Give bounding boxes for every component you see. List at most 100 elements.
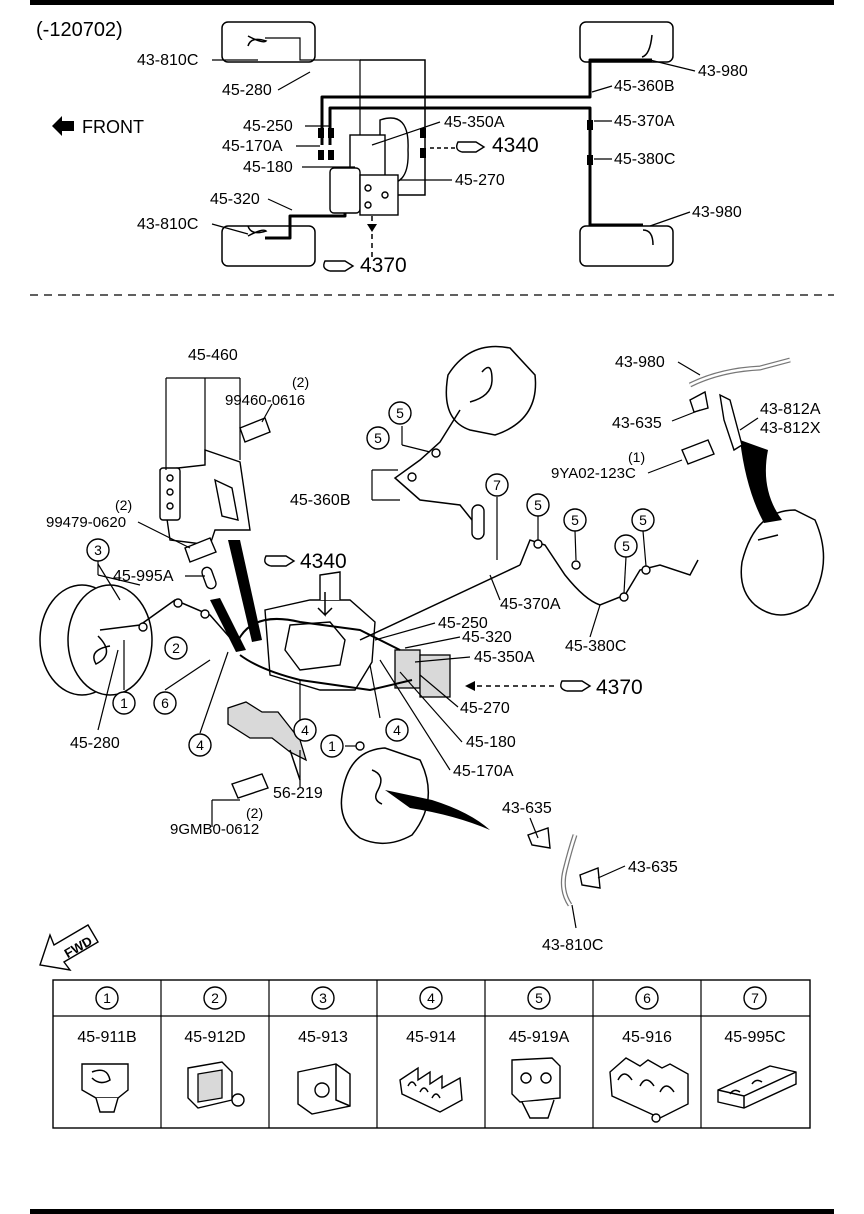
callout-1-bottom[interactable]: 1 [320, 734, 344, 758]
svg-text:5: 5 [571, 512, 579, 528]
clip-45-916-icon [609, 1057, 689, 1123]
schematic-view: FRONT 4340 4370 43-810C 45-280 45-250 45… [52, 21, 748, 277]
label-99479-0620: 99479-0620 [46, 514, 126, 531]
legend-index: 3 [319, 990, 327, 1006]
svg-text:1: 1 [120, 695, 128, 711]
label-45-350A: 45-350A [444, 114, 505, 131]
label-45-350A: 45-350A [474, 649, 535, 666]
svg-text:4: 4 [196, 737, 204, 753]
label-qty-2-a: (2) [292, 374, 309, 390]
label-45-380C: 45-380C [614, 151, 675, 168]
legend-part: 45-995C [724, 1029, 785, 1046]
ref-pointer-4340[interactable]: 4340 [455, 134, 539, 157]
bolt-99479-0620 [184, 537, 217, 563]
clip-45-914-icon [399, 1066, 463, 1113]
pipe-45-360B-route [320, 58, 652, 145]
ref-4370-exploded-label: 4370 [596, 676, 643, 699]
callout-4-left[interactable]: 4 [188, 733, 212, 757]
top-rule [30, 0, 834, 5]
ref-pointer-4370-exploded[interactable]: 4370 [560, 676, 643, 699]
svg-text:2: 2 [172, 640, 180, 656]
label-43-980-top: 43-980 [698, 63, 748, 80]
label-45-270: 45-270 [455, 172, 505, 189]
ref-pointer-4370[interactable]: 4370 [323, 254, 407, 277]
label-45-320: 45-320 [462, 629, 512, 646]
rear-right-rotor [740, 509, 825, 616]
clip-legend-table: 1 45-911B 2 45-912D 3 45-913 [52, 979, 811, 1129]
ref-4340-exploded-label: 4340 [300, 550, 347, 573]
ref-pointer-4340-exploded[interactable]: 4340 [264, 550, 347, 573]
label-45-360B: 45-360B [290, 492, 351, 509]
label-qty-2-c: (2) [246, 805, 263, 821]
svg-text:5: 5 [534, 497, 542, 513]
callout-6[interactable]: 6 [153, 691, 177, 715]
label-43-635-a: 43-635 [612, 415, 662, 432]
label-43-635-b: 43-635 [502, 800, 552, 817]
legend-part: 45-912D [184, 1029, 245, 1046]
svg-text:6: 6 [161, 695, 169, 711]
date-code: (-120702) [36, 19, 123, 41]
label-qty-1: (1) [628, 449, 645, 465]
label-43-635-c: 43-635 [628, 859, 678, 876]
legend-part: 45-914 [406, 1029, 456, 1046]
label-45-170A: 45-170A [222, 138, 283, 155]
legend-index: 2 [211, 990, 219, 1006]
pointing-hand-icon [455, 141, 486, 153]
legend-part: 45-919A [509, 1029, 570, 1046]
svg-text:5: 5 [374, 430, 382, 446]
label-45-360B: 45-360B [614, 78, 675, 95]
clip-45-912D-icon [187, 1061, 245, 1109]
pointing-hand-icon [323, 260, 355, 272]
svg-text:5: 5 [396, 405, 404, 421]
callout-5-b[interactable]: 5 [366, 426, 390, 450]
label-45-180: 45-180 [466, 734, 516, 751]
front-left-rotor [39, 584, 153, 696]
label-45-370A: 45-370A [614, 113, 675, 130]
label-43-980-bottom: 43-980 [692, 204, 742, 221]
front-arrow-icon [52, 116, 74, 136]
callout-5-d[interactable]: 5 [563, 508, 587, 532]
front-right-wheel [579, 21, 674, 63]
legend-column-4: 4 45-914 [399, 986, 463, 1113]
legend-column-2: 2 45-912D [184, 986, 246, 1109]
legend-part: 45-911B [77, 1029, 136, 1046]
callout-4-mid[interactable]: 4 [293, 718, 317, 742]
bolt-9GMB0-0612 [231, 773, 269, 799]
ref-4370-label: 4370 [360, 254, 407, 277]
master-cylinder-assembly [264, 571, 451, 698]
callout-5-e[interactable]: 5 [631, 508, 655, 532]
legend-index: 5 [535, 990, 543, 1006]
legend-part: 45-916 [622, 1029, 672, 1046]
callout-1-left[interactable]: 1 [112, 691, 136, 715]
label-45-280: 45-280 [70, 735, 120, 752]
pointing-hand-icon [560, 680, 592, 692]
callout-7[interactable]: 7 [485, 473, 509, 497]
callout-5-f[interactable]: 5 [614, 534, 638, 558]
label-43-980: 43-980 [615, 354, 665, 371]
legend-column-5: 5 45-919A [509, 986, 570, 1119]
callout-4-right[interactable]: 4 [385, 718, 409, 742]
callout-5-a[interactable]: 5 [388, 401, 412, 425]
callout-2[interactable]: 2 [164, 636, 188, 660]
bolt-9YA02-123C [681, 439, 715, 465]
rear-left-wheel [221, 225, 316, 267]
callout-3[interactable]: 3 [86, 538, 110, 562]
label-9YA02-123C: 9YA02-123C [551, 465, 636, 482]
label-43-810C-top: 43-810C [137, 52, 198, 69]
svg-text:5: 5 [622, 538, 630, 554]
bracket-45-460 [159, 449, 251, 546]
exploded-view: 3 2 6 1 4 4 4 1 5 5 7 5 5 5 5 4340 4370 [39, 345, 825, 971]
label-56-219: 56-219 [273, 785, 323, 802]
rear-right-wheel [579, 225, 674, 267]
clip-45-911B-icon [81, 1063, 129, 1113]
pipe-45-280-route [265, 37, 361, 140]
pointing-hand-icon [264, 555, 296, 567]
rear-left-rotor [340, 747, 430, 844]
legend-column-6: 6 45-916 [609, 986, 689, 1123]
label-45-380C: 45-380C [565, 638, 626, 655]
callout-5-c[interactable]: 5 [526, 493, 550, 517]
label-43-812X: 43-812X [760, 420, 821, 437]
label-43-810C: 43-810C [542, 937, 603, 954]
legend-column-1: 1 45-911B [77, 986, 137, 1113]
